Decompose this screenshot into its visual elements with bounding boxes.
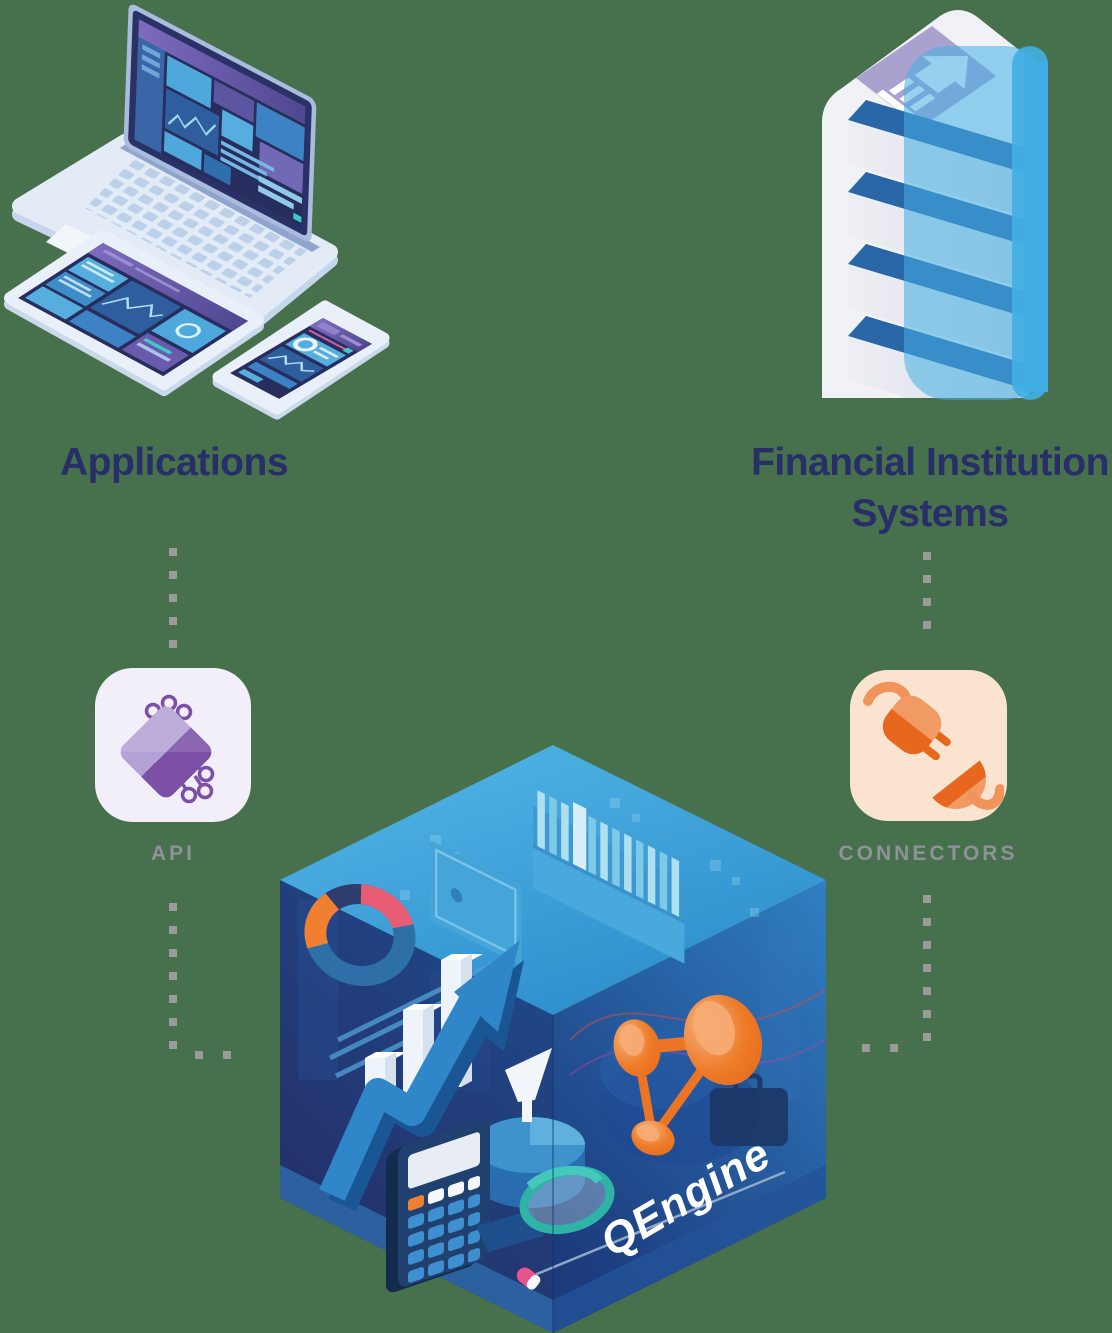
funnel-icon <box>505 1048 552 1122</box>
devices-illustration <box>4 4 390 420</box>
dotted-line-connectors-to-engine-v <box>923 895 931 1041</box>
phone-screen <box>230 318 372 399</box>
file-cabinet-icon <box>430 790 685 965</box>
applications-title: Applications <box>60 441 289 484</box>
connectors-card <box>850 670 1007 821</box>
wave-line <box>569 989 826 1041</box>
api-card <box>95 668 251 822</box>
dotted-line-connectors-to-engine-h <box>862 1044 898 1052</box>
growth-arrow-icon <box>319 940 524 1212</box>
dotted-line-api-to-engine-v <box>169 903 177 1049</box>
laptop-screen <box>123 4 317 242</box>
api-label: API <box>150 842 195 865</box>
magnifier-icon <box>476 1165 615 1252</box>
calculator-icon <box>386 1118 490 1293</box>
dotted-line-api-to-engine-h <box>195 1051 231 1059</box>
pointer-stick <box>531 1170 786 1278</box>
server-illustration <box>822 10 1048 400</box>
donut-chart-icon <box>304 884 416 986</box>
smartphone-icon <box>212 300 390 420</box>
connectors-label: CONNECTORS <box>838 842 1018 865</box>
api-icon <box>116 694 216 804</box>
financial-title-line1: Financial Institution <box>751 441 1109 484</box>
eraser-icon <box>516 1267 541 1290</box>
tablet-icon <box>4 230 264 396</box>
laptop-keyboard <box>85 158 308 298</box>
tablet-screen <box>18 243 249 377</box>
plug-male <box>882 695 951 761</box>
dotted-line-apps-to-api <box>169 548 177 648</box>
cube-illustration: QEngine <box>280 745 826 1333</box>
financial-title-line2: Systems <box>851 492 1009 536</box>
dotted-line-fin-to-connectors <box>923 552 931 629</box>
financial-title: Financial Institution Systems <box>712 437 1112 540</box>
plug-icon <box>862 682 1004 810</box>
network-icon <box>613 994 763 1156</box>
pie-chart-icon <box>475 1117 585 1208</box>
